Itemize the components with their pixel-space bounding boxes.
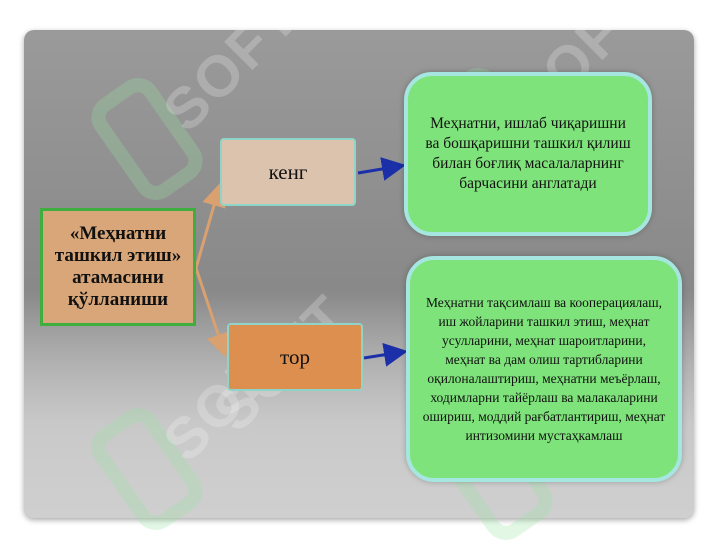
main-concept-label: «Меҳнатни ташкил этиш» атамасини қўллани… [54, 223, 182, 310]
narrow-description-box: Меҳнатни тақсимлаш ва кооперациялаш, иш … [406, 256, 682, 482]
broad-description-text: Меҳнатни, ишлаб чиқаришни ва бошқаришни … [425, 115, 631, 192]
broad-description-box: Меҳнатни, ишлаб чиқаришни ва бошқаришни … [404, 72, 652, 236]
narrow-sense-box: тор [227, 323, 363, 391]
broad-sense-box: кенг [220, 138, 356, 206]
narrow-sense-label: тор [280, 344, 310, 369]
arrow-to-narrow-description [363, 342, 408, 367]
branch-arrow-down [194, 267, 230, 358]
arrow-to-broad-description [357, 157, 406, 181]
main-concept-box: «Меҳнатни ташкил этиш» атамасини қўллани… [40, 208, 196, 326]
narrow-description-text: Меҳнатни тақсимлаш ва кооперациялаш, иш … [422, 295, 666, 443]
broad-sense-label: кенг [268, 159, 308, 184]
branch-arrow-up [194, 182, 226, 269]
